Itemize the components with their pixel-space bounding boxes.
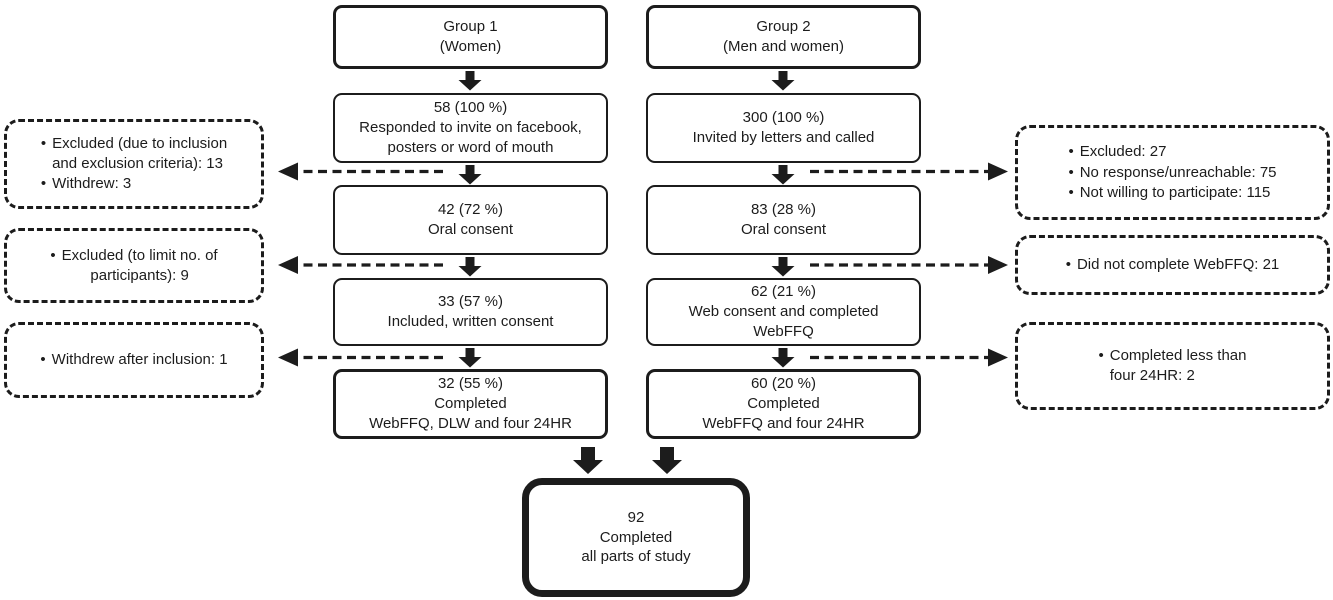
down-arrow-icon: [458, 71, 482, 91]
bullet-item: • No response/unreachable: 75: [1068, 163, 1276, 183]
bullet-icon: •: [40, 175, 47, 193]
box-text: 60 (20 %) Completed WebFFQ and four 24HR: [702, 375, 865, 432]
bullet-text: Did not complete WebFFQ: 21: [1076, 256, 1280, 274]
box-text: 32 (55 %) Completed WebFFQ, DLW and four…: [369, 375, 572, 432]
exclusion-box-right-2: • Did not complete WebFFQ: 21: [1015, 235, 1330, 295]
bullet-list: • Excluded: 27 • No response/unreachable…: [1068, 142, 1276, 203]
bullet-list: • Excluded (due to inclusion and exclusi…: [41, 134, 227, 194]
box-text: 42 (72 %) Oral consent: [427, 201, 514, 238]
box-text: 58 (100 %) Responded to invite on facebo…: [359, 99, 582, 156]
box-group2-invited: 300 (100 %) Invited by letters and calle…: [646, 93, 921, 163]
bullet-item: • Withdrew after inclusion: 1: [40, 350, 227, 370]
box-text: 33 (57 %) Included, written consent: [387, 293, 554, 330]
box-text: 300 (100 %) Invited by letters and calle…: [692, 109, 875, 146]
bullet-list: • Withdrew after inclusion: 1: [40, 350, 227, 370]
bullet-list: • Did not complete WebFFQ: 21: [1066, 255, 1280, 275]
box-text: Group 2 (Men and women): [723, 18, 844, 55]
bullet-list: • Completed less than four 24HR: 2: [1098, 346, 1246, 386]
down-arrow-icon: [458, 348, 482, 368]
box-text: 92 Completed all parts of study: [581, 508, 691, 566]
box-text: 62 (21 %) Web consent and completed WebF…: [688, 283, 879, 340]
box-final-completed-all: 92 Completed all parts of study: [522, 478, 750, 597]
box-group1-oral-consent: 42 (72 %) Oral consent: [333, 185, 608, 255]
bullet-icon: •: [1098, 347, 1104, 365]
left-arrowhead-icon: [278, 162, 298, 367]
bullet-item: • Excluded (to limit no. of participants…: [50, 246, 217, 286]
box-group2-oral-consent: 83 (28 %) Oral consent: [646, 185, 921, 255]
bullet-text: Not willing to participate: 115: [1079, 184, 1271, 202]
down-arrow-icon: [771, 257, 795, 277]
down-arrow-icon: [458, 165, 482, 185]
exclusion-box-right-1: • Excluded: 27 • No response/unreachable…: [1015, 125, 1330, 220]
box-group1-header: Group 1 (Women): [333, 5, 608, 69]
box-group1-responded: 58 (100 %) Responded to invite on facebo…: [333, 93, 608, 163]
bullet-item: • Excluded: 27: [1068, 142, 1276, 162]
exclusion-box-left-3: • Withdrew after inclusion: 1: [4, 322, 264, 398]
bullet-icon: •: [40, 351, 46, 369]
exclusion-box-left-1: • Excluded (due to inclusion and exclusi…: [4, 119, 264, 209]
down-arrow-icon: [458, 257, 482, 277]
bullet-text: Excluded (to limit no. of participants):…: [61, 246, 218, 284]
bullet-item: • Completed less than four 24HR: 2: [1098, 346, 1246, 386]
big-down-arrow-icon: [573, 447, 603, 474]
bullet-icon: •: [40, 134, 47, 152]
big-down-arrow-icon: [652, 447, 682, 474]
bullet-icon: •: [50, 246, 56, 264]
bullet-text: Completed less than four 24HR: 2: [1109, 347, 1247, 384]
down-arrow-icon: [771, 71, 795, 91]
bullet-text: Excluded: 27: [1079, 142, 1167, 160]
box-group1-written-consent: 33 (57 %) Included, written consent: [333, 278, 608, 346]
down-arrow-icon: [771, 348, 795, 368]
down-arrow-icon: [771, 165, 795, 185]
exclusion-box-right-3: • Completed less than four 24HR: 2: [1015, 322, 1330, 410]
bullet-text: Withdrew: 3: [52, 175, 132, 193]
box-group2-completed: 60 (20 %) Completed WebFFQ and four 24HR: [646, 369, 921, 439]
box-group1-completed: 32 (55 %) Completed WebFFQ, DLW and four…: [333, 369, 608, 439]
box-group2-header: Group 2 (Men and women): [646, 5, 921, 69]
exclusion-box-left-2: • Excluded (to limit no. of participants…: [4, 228, 264, 303]
bullet-item: • Did not complete WebFFQ: 21: [1066, 255, 1280, 275]
bullet-item: • Withdrew: 3: [41, 174, 227, 194]
bullet-item: • Excluded (due to inclusion and exclusi…: [41, 134, 227, 174]
bullet-text: Withdrew after inclusion: 1: [51, 351, 228, 369]
box-text: Group 1 (Women): [439, 18, 502, 55]
right-arrowhead-icon: [988, 162, 1008, 367]
bullet-icon: •: [1065, 256, 1071, 274]
bullet-item: • Not willing to participate: 115: [1068, 183, 1276, 203]
bullet-text: No response/unreachable: 75: [1079, 163, 1277, 181]
bullet-icon: •: [1068, 184, 1074, 202]
box-text: 83 (28 %) Oral consent: [740, 201, 827, 238]
bullet-icon: •: [1068, 142, 1074, 160]
bullet-icon: •: [1068, 163, 1074, 181]
box-group2-web-consent: 62 (21 %) Web consent and completed WebF…: [646, 278, 921, 346]
bullet-list: • Excluded (to limit no. of participants…: [50, 246, 217, 286]
bullet-text: Excluded (due to inclusion and exclusion…: [52, 134, 228, 172]
